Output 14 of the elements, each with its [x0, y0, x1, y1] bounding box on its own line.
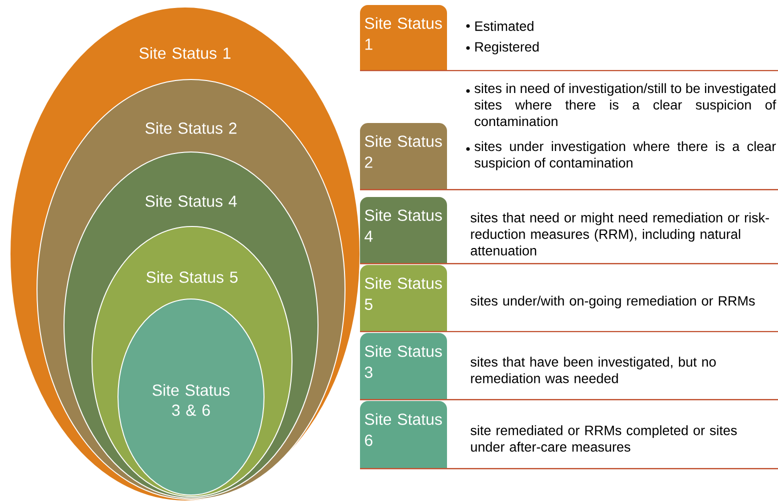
status-description: site remediated or RRMs completed or sites under after-care measures — [470, 425, 737, 452]
bullet-item: Registered — [466, 42, 539, 54]
status-tab: Site Status 4 — [360, 197, 447, 263]
status-description: sites under/with on-going remediation or RRMs — [470, 296, 755, 308]
status-tab: Site Status 1 — [360, 5, 447, 70]
status-tab: Site Status 2 — [360, 123, 447, 189]
status-tab: Site Status 5 — [360, 265, 447, 331]
status-description: sites that need or might need remediation or risk-reduction measures (RRM), including natural attenuation — [470, 212, 769, 256]
bullet-item: sites under investigation where there is a clear suspicion of contamination — [466, 141, 776, 170]
status-tab: Site Status 3 — [360, 333, 447, 399]
status-description: sites that have been investigated, but no remediation was needed — [470, 356, 716, 384]
bullet-item: Estimated — [466, 21, 534, 31]
status-tab: Site Status 6 — [360, 401, 447, 468]
bullet-item: sites in need of investigation/still to be investigated sites where there is a clear suspicion of contamination — [466, 83, 776, 126]
